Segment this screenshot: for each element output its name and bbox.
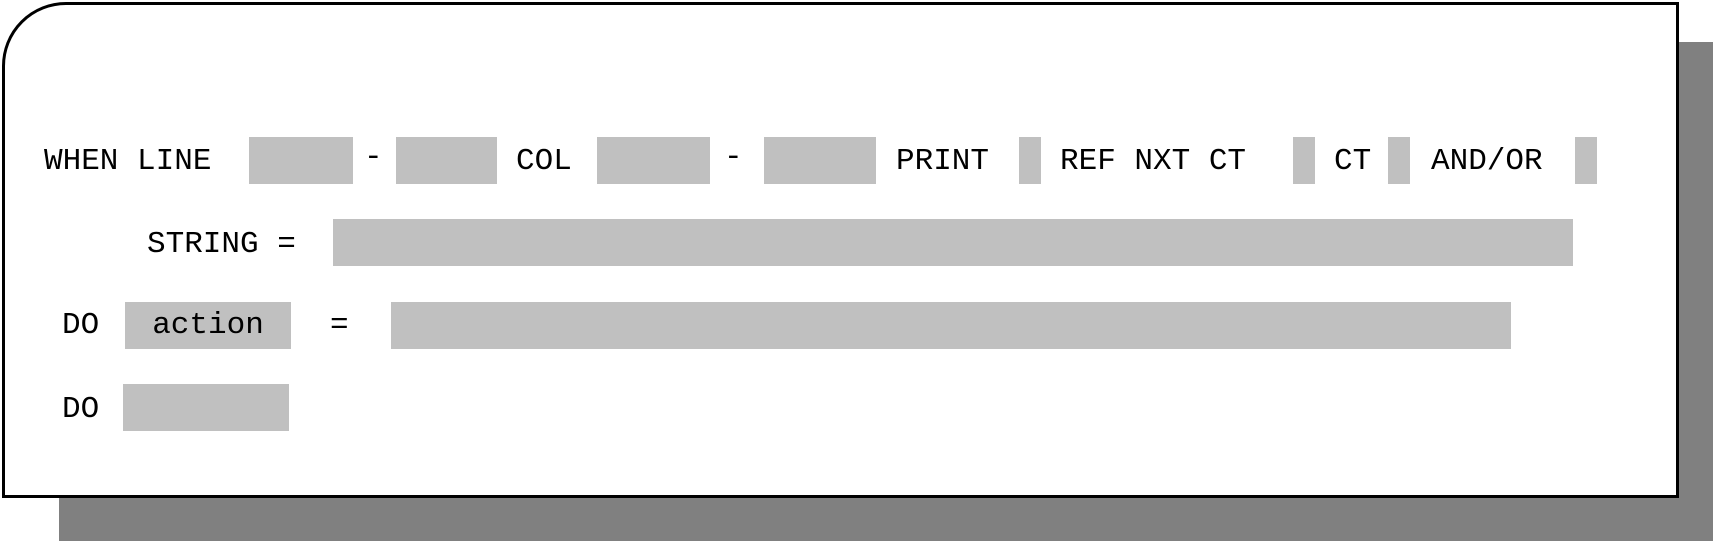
print-field[interactable] — [1019, 137, 1041, 184]
line-to-field[interactable] — [396, 137, 497, 184]
and-or-field[interactable] — [1575, 137, 1597, 184]
line-from-field[interactable] — [249, 137, 353, 184]
action-equals-label: = — [330, 308, 349, 343]
and-or-label: AND/OR — [1431, 144, 1543, 179]
string-field[interactable] — [333, 219, 1573, 266]
col-label: COL — [516, 144, 572, 179]
do-label-1: DO — [62, 308, 100, 343]
ref-nxt-ct-field[interactable] — [1293, 137, 1315, 184]
col-from-field[interactable] — [597, 137, 710, 184]
col-range-dash: - — [724, 140, 743, 175]
string-label: STRING = — [147, 227, 296, 262]
when-line-label: WHEN LINE — [44, 144, 212, 179]
do-field[interactable] — [123, 384, 289, 431]
action-argument-field[interactable] — [391, 302, 1511, 349]
do-action-field[interactable]: action — [125, 302, 291, 349]
col-to-field[interactable] — [764, 137, 876, 184]
ref-nxt-ct-label: REF NXT CT — [1060, 144, 1247, 179]
ct-label: CT — [1334, 144, 1372, 179]
ct-field[interactable] — [1388, 137, 1410, 184]
line-range-dash: - — [364, 140, 383, 175]
do-label-2: DO — [62, 392, 100, 427]
print-label: PRINT — [896, 144, 990, 179]
